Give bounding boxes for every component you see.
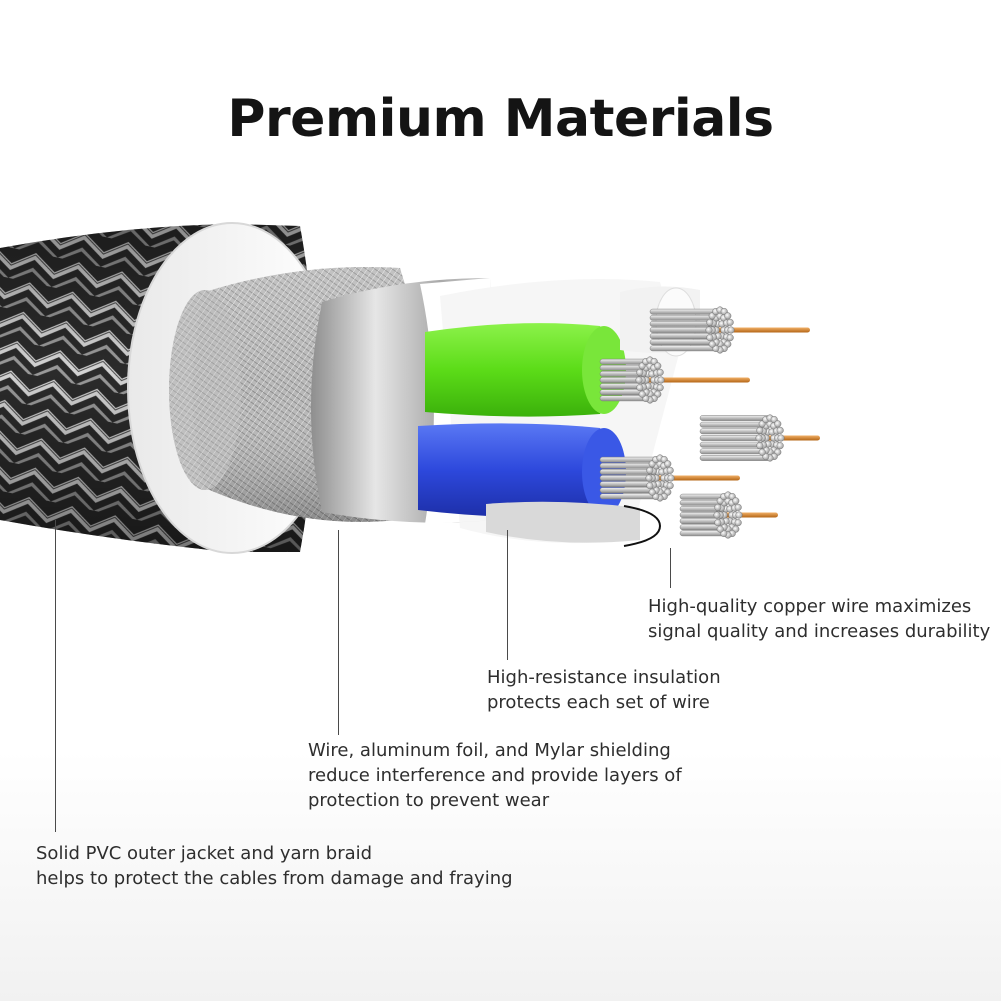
strand-end — [755, 434, 763, 442]
strand-end — [734, 503, 742, 511]
strand-end — [654, 362, 662, 370]
strand-end — [657, 376, 665, 384]
strand-end — [705, 326, 713, 334]
strand-end — [714, 519, 722, 527]
callout-shielding-line1: Wire, aluminum foil, and Mylar shielding — [308, 740, 671, 761]
strand-end — [758, 448, 766, 456]
strand-end — [776, 442, 784, 450]
strand-end — [708, 340, 716, 348]
strand-end — [724, 312, 732, 320]
strand-end — [656, 368, 664, 376]
callout-outer-jacket: Solid PVC outer jacket and yarn braid he… — [36, 841, 513, 891]
strand-end — [706, 318, 714, 326]
callout-jacket-line2: helps to protect the cables from damage … — [36, 868, 513, 889]
strand-end — [714, 503, 722, 511]
wire-bundle — [649, 306, 810, 354]
strand-end — [706, 334, 714, 342]
copper-core — [710, 327, 810, 333]
strand-end — [735, 511, 743, 519]
strand-end — [656, 384, 664, 392]
wire-strand — [699, 415, 771, 421]
copper-core — [640, 377, 750, 383]
wire-bundle — [699, 414, 820, 462]
callout-shielding-line3: protection to prevent wear — [308, 790, 550, 811]
leader-line-copper — [670, 548, 671, 588]
callout-copper-wire: High-quality copper wire maximizes signa… — [648, 594, 990, 644]
wire-strand — [649, 345, 721, 352]
leader-line-shielding — [338, 530, 339, 735]
strand-end — [774, 420, 782, 428]
callout-copper-line2: signal quality and increases durability — [648, 621, 991, 642]
wire-strand — [649, 308, 721, 315]
callout-shielding-line2: reduce interference and provide layers o… — [308, 765, 682, 786]
strand-end — [713, 511, 721, 519]
strand-end — [636, 384, 644, 392]
callout-insulation-line2: protects each set of wire — [487, 692, 710, 713]
wire-bundle — [679, 491, 778, 539]
wire-bundle — [599, 356, 750, 404]
strand-end — [756, 442, 764, 450]
callout-insulation: High-resistance insulation protects each… — [487, 665, 721, 715]
callout-insulation-line1: High-resistance insulation — [487, 667, 721, 688]
callout-shielding: Wire, aluminum foil, and Mylar shielding… — [308, 738, 682, 813]
strand-end — [648, 488, 656, 496]
strand-end — [726, 318, 734, 326]
strand-end — [727, 326, 735, 334]
wire-strand — [699, 455, 771, 461]
strand-end — [636, 368, 644, 376]
callout-copper-line1: High-quality copper wire maximizes — [648, 596, 972, 617]
strand-end — [645, 474, 653, 482]
wire-bundle — [599, 454, 740, 502]
strand-end — [666, 466, 674, 474]
strand-end — [732, 497, 740, 505]
strand-end — [667, 474, 675, 482]
strand-end — [666, 482, 674, 490]
strand-end — [734, 519, 742, 527]
strand-end — [726, 334, 734, 342]
strand-end — [664, 460, 672, 468]
strand-end — [777, 434, 785, 442]
strand-end — [635, 376, 643, 384]
strand-end — [646, 482, 654, 490]
stranded-wire-bundles — [599, 306, 820, 539]
strand-end — [638, 390, 646, 398]
callout-jacket-line1: Solid PVC outer jacket and yarn braid — [36, 843, 373, 864]
strand-end — [646, 466, 654, 474]
page-title: Premium Materials — [227, 89, 774, 149]
strand-end — [716, 525, 724, 533]
leader-line-insulation — [507, 530, 508, 660]
strand-end — [756, 426, 764, 434]
leader-line-jacket — [55, 520, 56, 832]
green-insulated-set — [425, 323, 626, 417]
strand-end — [776, 426, 784, 434]
